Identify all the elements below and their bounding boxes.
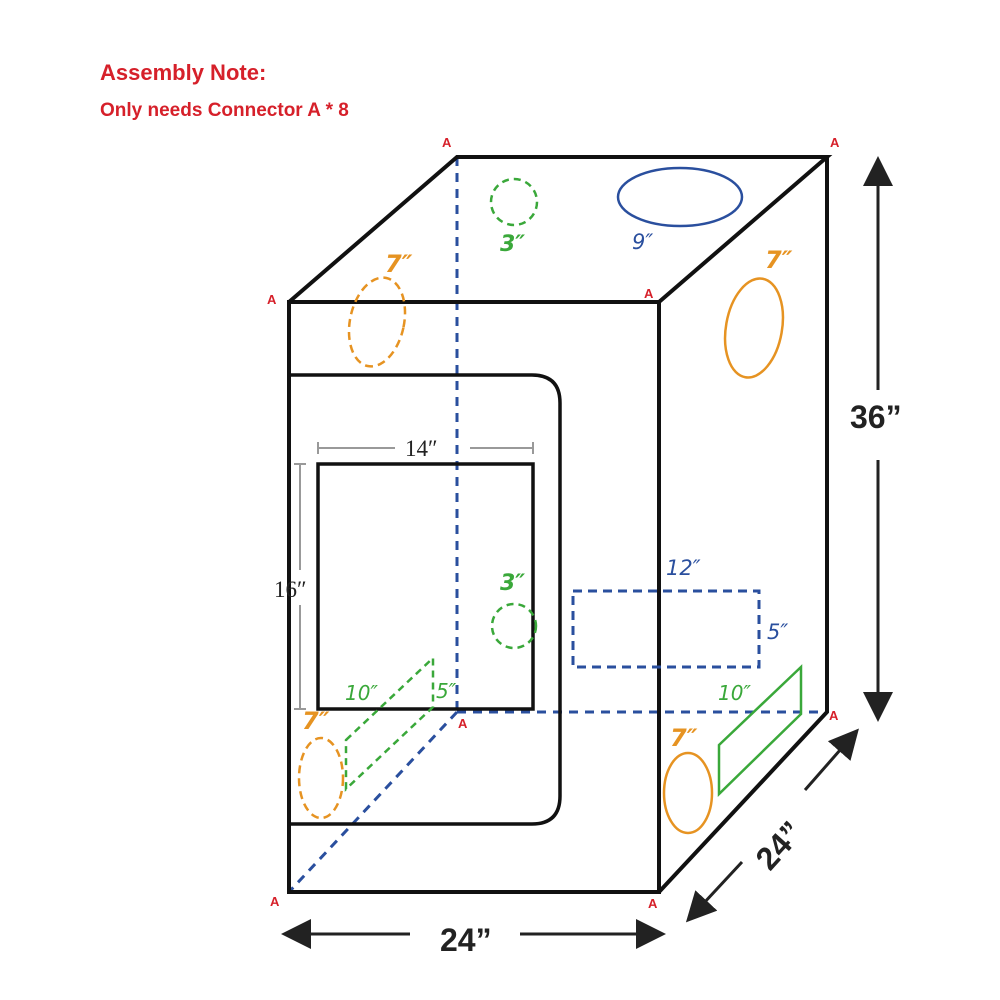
back-port-3in <box>490 602 538 650</box>
hidden-edge-floor-diagonal <box>287 710 459 894</box>
side-bottom-port-label: 7″ <box>670 724 698 752</box>
height-dimension-label: 36” <box>850 399 902 435</box>
floor-vent-window <box>344 655 435 792</box>
top-port-9in-label: 9″ <box>632 230 653 254</box>
side-bottom-port-7in <box>662 751 714 835</box>
connector-label: A <box>644 286 654 301</box>
door-outline <box>289 373 562 826</box>
side-vent-window <box>717 664 803 797</box>
window-width-label: 14″ <box>405 436 438 461</box>
side-vent-label: 10″ <box>718 681 751 705</box>
connector-label: A <box>442 135 452 150</box>
width-dimension-label: 24” <box>440 922 492 958</box>
window-height-label: 16″ <box>274 577 307 602</box>
connector-label: A <box>830 135 840 150</box>
front-top-port-label: 7″ <box>385 250 413 278</box>
top-port-9in <box>616 166 744 228</box>
connector-label: A <box>270 894 280 909</box>
front-face <box>287 300 661 894</box>
back-vent-width-label: 12″ <box>666 556 701 580</box>
depth-dimension-label: 24” <box>748 814 809 876</box>
back-vent-window <box>571 589 761 669</box>
side-face-edge <box>657 157 829 894</box>
top-face-edge <box>287 155 833 304</box>
depth-arrow-up <box>803 728 859 791</box>
floor-vent-height-label: 5″ <box>436 679 457 703</box>
back-vent-height-label: 5″ <box>767 620 788 644</box>
connector-label: A <box>267 292 277 307</box>
front-bottom-port-label: 7″ <box>302 707 330 735</box>
top-port-3in-label: 3″ <box>500 232 525 257</box>
window <box>316 462 535 711</box>
back-port-3in-label: 3″ <box>500 571 525 596</box>
connector-label: A <box>829 708 839 723</box>
floor-vent-width-label: 10″ <box>345 681 378 705</box>
connector-label: A <box>648 896 658 911</box>
connector-label: A <box>458 716 468 731</box>
top-port-3in <box>489 177 539 227</box>
side-top-port-label: 7″ <box>765 246 793 274</box>
depth-arrow-down <box>685 860 744 923</box>
assembly-note-title: Assembly Note: <box>100 60 266 85</box>
side-top-port-7in <box>723 277 785 379</box>
front-top-port-7in <box>347 276 407 368</box>
front-bottom-port-7in <box>297 736 345 820</box>
assembly-note-subtitle: Only needs Connector A * 8 <box>100 100 349 121</box>
